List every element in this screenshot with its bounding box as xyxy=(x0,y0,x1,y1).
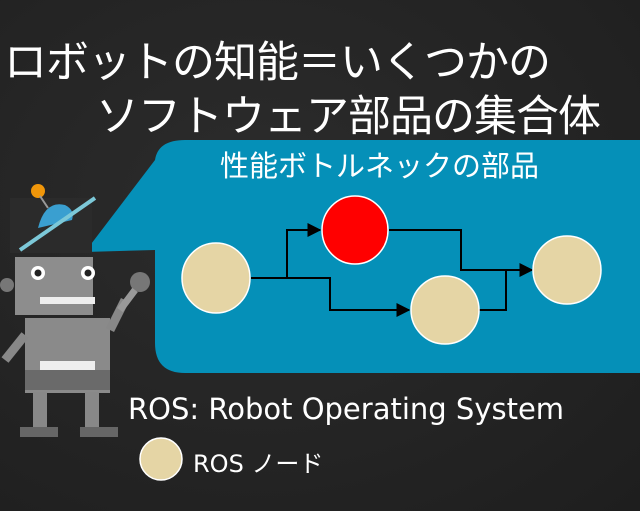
robot-illustration xyxy=(0,184,150,437)
edge-middle-sink xyxy=(479,270,507,311)
ros-definition: ROS: Robot Operating System xyxy=(128,392,565,426)
ros-node-middle xyxy=(410,275,480,345)
ros-node-bottleneck xyxy=(321,195,389,265)
slide-title-line2: ソフトウェア部品の集合体 xyxy=(96,92,601,142)
legend-node-swatch xyxy=(139,437,183,481)
legend-label: ROS ノード xyxy=(193,450,324,478)
bubble-title: 性能ボトルネックの部品 xyxy=(220,149,540,183)
edge-source-middle xyxy=(287,277,411,317)
edge-bottleneck-sink xyxy=(389,229,534,277)
robot-antenna-ball-icon xyxy=(31,184,45,198)
edge-source-bottleneck xyxy=(251,223,322,279)
slide-title-line1: ロボットの知能＝いくつかの xyxy=(4,38,551,88)
ros-node-source xyxy=(181,242,251,314)
ros-node-sink xyxy=(532,235,602,305)
